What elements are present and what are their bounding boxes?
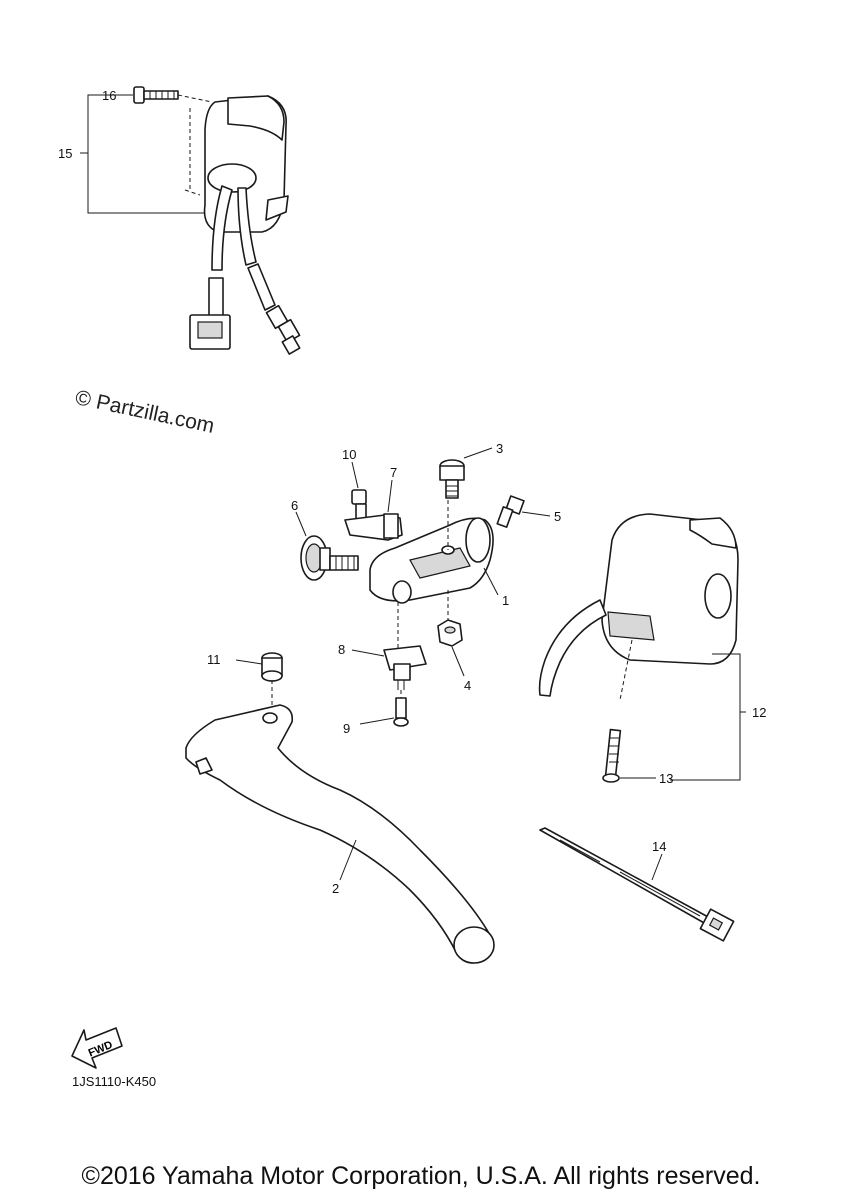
screw-9 xyxy=(393,690,409,727)
fwd-arrow-icon: FWD xyxy=(71,1027,123,1069)
screw-10 xyxy=(351,489,367,521)
cable-tie-14 xyxy=(539,827,735,942)
callout-12: 12 xyxy=(752,705,766,720)
callout-15: 15 xyxy=(58,146,72,161)
screw-16 xyxy=(133,86,213,104)
leader-15 xyxy=(80,94,205,214)
leader-9 xyxy=(359,717,395,725)
callout-7: 7 xyxy=(390,465,397,480)
callout-11: 11 xyxy=(207,652,221,667)
callout-6: 6 xyxy=(291,498,298,513)
copyright-notice: ©2016 Yamaha Motor Corporation, U.S.A. A… xyxy=(81,1162,761,1190)
leader-14 xyxy=(651,853,663,881)
callout-1: 1 xyxy=(502,593,509,608)
bolt-3 xyxy=(439,459,465,499)
bracket-7 xyxy=(344,513,403,541)
callout-2: 2 xyxy=(332,881,339,896)
leader-3 xyxy=(463,447,493,459)
leader-6 xyxy=(295,511,307,537)
bolt-5 xyxy=(496,495,525,528)
callout-9: 9 xyxy=(343,721,350,736)
switch-8 xyxy=(383,645,427,690)
brake-lever-2 xyxy=(185,704,495,964)
callout-5: 5 xyxy=(554,509,561,524)
callout-10: 10 xyxy=(342,447,356,462)
callout-16: 16 xyxy=(102,88,116,103)
leader-10 xyxy=(351,461,359,489)
lever-holder-1 xyxy=(369,500,494,648)
callout-3: 3 xyxy=(496,441,503,456)
callout-8: 8 xyxy=(338,642,345,657)
leader-4 xyxy=(451,646,465,677)
nut-4 xyxy=(437,619,463,647)
callout-14: 14 xyxy=(652,839,666,854)
diagram-code: 1JS1110-K450 xyxy=(72,1074,157,1089)
callout-4: 4 xyxy=(464,678,471,693)
leader-7 xyxy=(387,479,393,513)
leader-1 xyxy=(483,567,499,596)
collar-11 xyxy=(261,652,283,712)
right-handlebar-switch xyxy=(538,513,739,701)
callout-13: 13 xyxy=(659,771,673,786)
leader-12 xyxy=(670,653,746,781)
leader-2 xyxy=(339,839,357,881)
leader-5 xyxy=(521,511,551,517)
leader-11 xyxy=(235,659,263,665)
leader-8 xyxy=(351,649,385,657)
left-handlebar-switch xyxy=(184,95,301,355)
adjuster-6 xyxy=(300,535,359,581)
screw-13 xyxy=(602,728,622,783)
